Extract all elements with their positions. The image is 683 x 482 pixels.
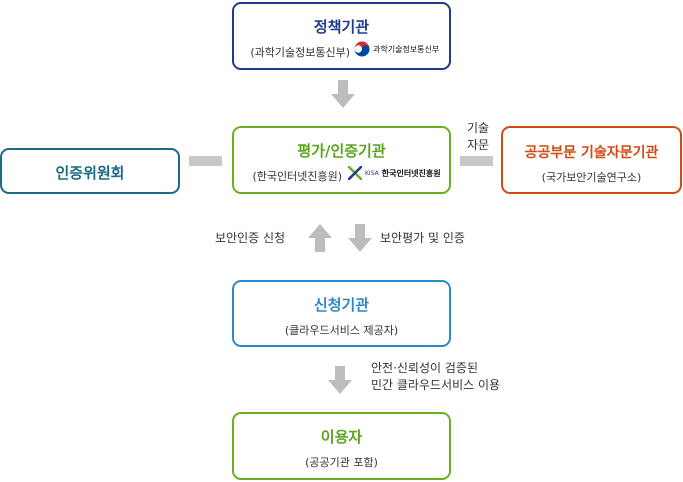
ministry-box: 정책기관 (과학기술정보통신부) 과학기술정보통신부 bbox=[232, 2, 451, 70]
use-label: 안전·신뢰성이 검증된 민간 클라우드서비스 이용 bbox=[371, 360, 500, 394]
advisory-box: 공공부문 기술자문기관 (국가보안기술연구소) bbox=[501, 126, 682, 194]
ministry-subtitle: (과학기술정보통신부) bbox=[250, 46, 350, 59]
kisa-mark: KISA bbox=[365, 169, 379, 177]
use-label-line2: 민간 클라우드서비스 이용 bbox=[371, 378, 501, 392]
kisa-x-icon bbox=[348, 166, 362, 180]
applicant-title: 신청기관 bbox=[313, 296, 370, 314]
advisory-subtitle: (국가보안기술연구소) bbox=[541, 171, 642, 184]
evaluation-title: 평가/인증기관 bbox=[297, 142, 386, 160]
ministry-logo: 과학기술정보통신부 bbox=[354, 41, 439, 57]
tech-advice-label: 기술 자문 bbox=[458, 120, 498, 154]
committee-title: 인증위원회 bbox=[55, 164, 125, 182]
user-subtitle: (공공기관 포함) bbox=[305, 456, 378, 469]
request-label: 보안인증 신청 bbox=[215, 231, 286, 245]
evaluation-box: 평가/인증기관 (한국인터넷진흥원) KISA 한국인터넷진흥원 bbox=[232, 126, 451, 194]
kisa-logo: KISA 한국인터넷진흥원 bbox=[348, 166, 441, 180]
evaluate-label: 보안평가 및 인증 bbox=[380, 231, 465, 245]
user-title: 이용자 bbox=[320, 428, 363, 446]
ministry-title: 정책기관 bbox=[313, 18, 370, 36]
applicant-box: 신청기관 (클라우드서비스 제공자) bbox=[232, 280, 451, 347]
advisory-title: 공공부문 기술자문기관 bbox=[524, 145, 659, 161]
tech-advice-line1: 기술 bbox=[466, 121, 490, 135]
tech-advice-line2: 자문 bbox=[466, 138, 490, 152]
committee-box: 인증위원회 bbox=[0, 148, 180, 194]
ministry-logo-text: 과학기술정보통신부 bbox=[373, 44, 440, 54]
kisa-logo-text: 한국인터넷진흥원 bbox=[381, 168, 441, 178]
arrow-down-use bbox=[328, 366, 352, 394]
arrow-up-request bbox=[308, 224, 332, 252]
taegeuk-icon bbox=[354, 41, 370, 57]
applicant-subtitle: (클라우드서비스 제공자) bbox=[284, 324, 399, 337]
use-label-line1: 안전·신뢰성이 검증된 bbox=[371, 361, 478, 375]
user-box: 이용자 (공공기관 포함) bbox=[232, 412, 451, 480]
connector-committee bbox=[189, 156, 222, 166]
arrow-down-evaluate bbox=[348, 224, 372, 252]
arrow-down-ministry bbox=[331, 80, 355, 108]
connector-advisory bbox=[460, 156, 493, 166]
evaluation-subtitle: (한국인터넷진흥원) bbox=[252, 170, 342, 183]
